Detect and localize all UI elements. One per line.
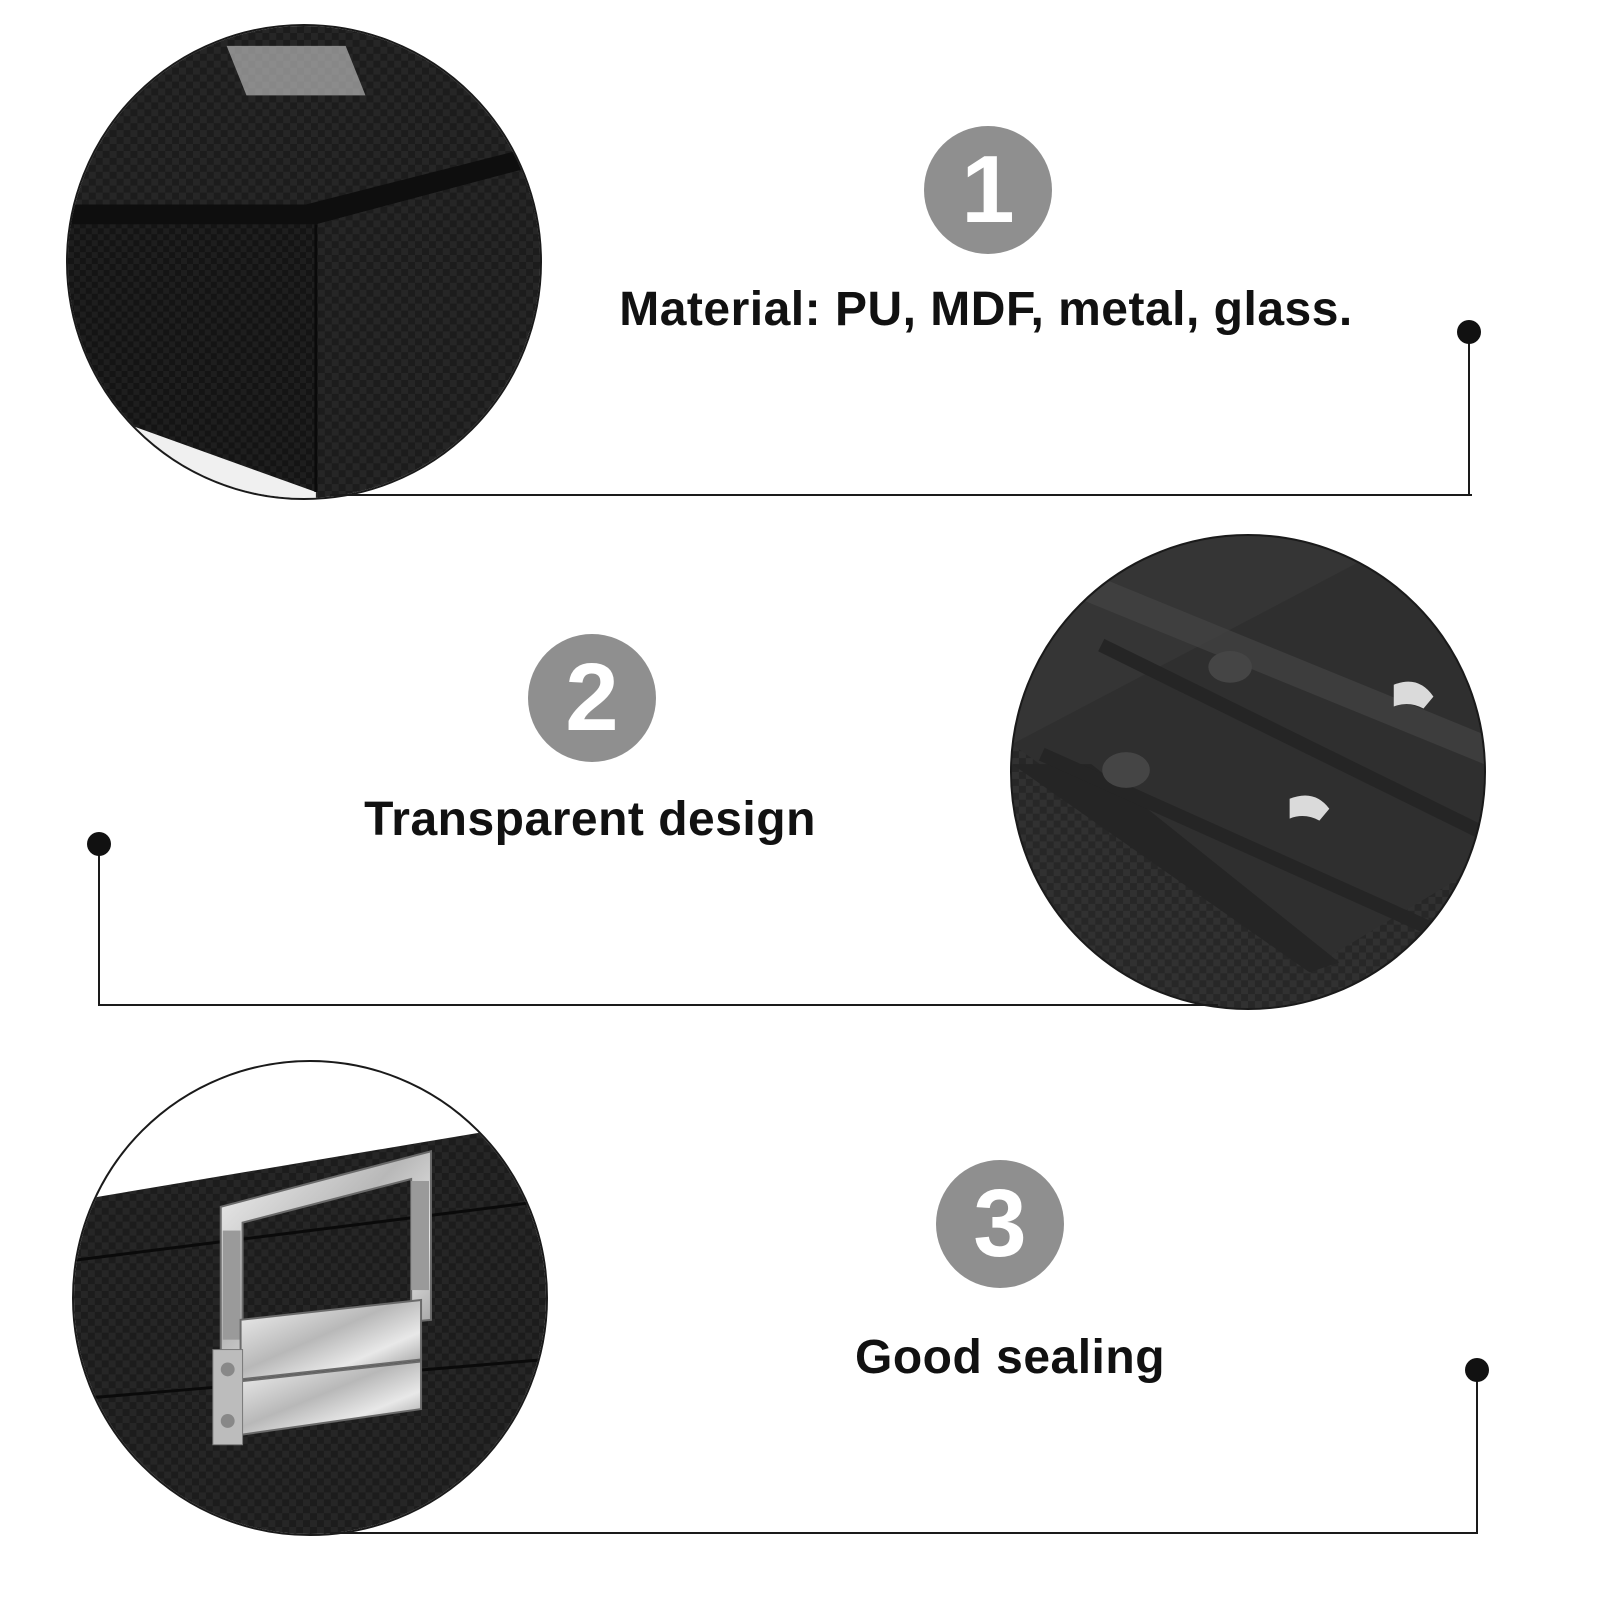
feature-caption-sealing: Good sealing <box>854 1331 1166 1384</box>
connector-line <box>98 1004 1218 1006</box>
box-corner-photo <box>66 24 542 500</box>
connector-line <box>1468 332 1470 496</box>
feature-caption-transparent: Transparent design <box>364 793 816 846</box>
step-number-badge-3: 3 <box>936 1160 1064 1288</box>
latch-closure-illustration <box>74 1062 546 1534</box>
connector-dot <box>1457 320 1481 344</box>
transparent-lid-illustration <box>1012 536 1484 1008</box>
connector-line <box>1476 1370 1478 1534</box>
connector-line <box>330 1532 1478 1534</box>
connector-line <box>98 844 100 1006</box>
step-number-badge-2: 2 <box>528 634 656 762</box>
transparent-lid-photo <box>1010 534 1486 1010</box>
connector-dot <box>1465 1358 1489 1382</box>
feature-caption-material: Material: PU, MDF, metal, glass. <box>619 283 1353 336</box>
box-corner-illustration <box>68 26 540 498</box>
latch-closure-photo <box>72 1060 548 1536</box>
connector-dot <box>87 832 111 856</box>
connector-line <box>330 494 1472 496</box>
step-number-badge-1: 1 <box>924 126 1052 254</box>
